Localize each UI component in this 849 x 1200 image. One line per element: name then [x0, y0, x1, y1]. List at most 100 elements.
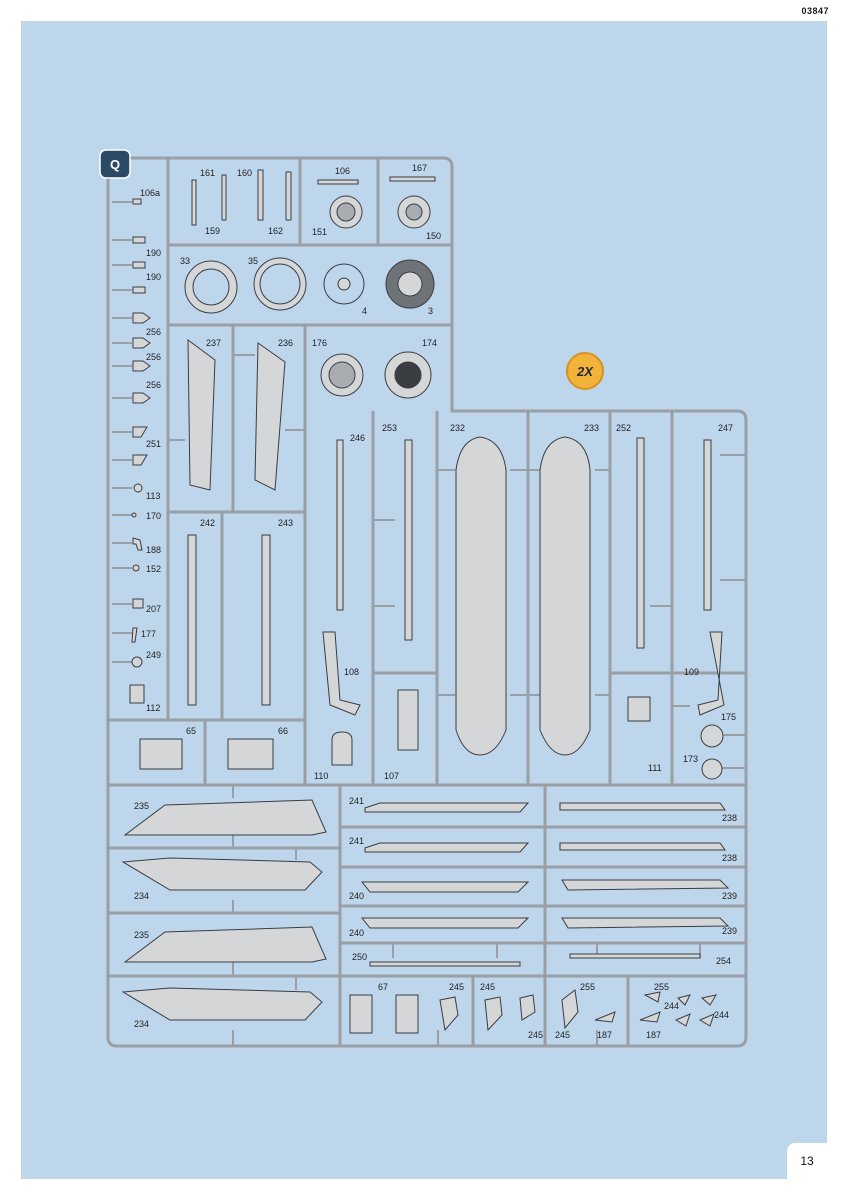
part-187b — [639, 1011, 661, 1023]
part-236 — [254, 342, 286, 491]
part-256d — [132, 392, 151, 404]
label-245c: 245 — [528, 1030, 543, 1040]
part-255a — [561, 989, 579, 1030]
part-235b — [123, 926, 327, 963]
part-labels: 106a 190 190 256 256 256 251 113 170 188… — [134, 163, 737, 1040]
label-256c: 256 — [146, 380, 161, 390]
part-109 — [697, 631, 725, 716]
svg-text:Q: Q — [110, 157, 120, 172]
label-250: 250 — [352, 952, 367, 962]
label-108: 108 — [344, 667, 359, 677]
part-234b — [121, 987, 323, 1021]
part-113 — [133, 483, 143, 493]
quantity-badge: 2X — [566, 352, 604, 390]
part-187a — [594, 1011, 616, 1023]
label-167: 167 — [412, 163, 427, 173]
part-242 — [187, 534, 197, 706]
part-241a — [364, 802, 530, 813]
label-241b: 241 — [349, 836, 364, 846]
label-187a: 187 — [597, 1030, 612, 1040]
part-251b — [132, 454, 148, 466]
part-4 — [323, 263, 365, 305]
part-167 — [389, 176, 436, 182]
label-109: 109 — [684, 667, 699, 677]
part-162 — [257, 169, 264, 221]
label-252: 252 — [616, 423, 631, 433]
label-241a: 241 — [349, 796, 364, 806]
part-234a — [121, 857, 323, 891]
part-253 — [404, 439, 413, 641]
label-256a: 256 — [146, 327, 161, 337]
label-35: 35 — [248, 256, 258, 266]
label-237: 237 — [206, 338, 221, 348]
sprue-letter-tag: Q — [99, 149, 131, 179]
part-244d — [698, 1013, 715, 1027]
part-110 — [331, 731, 353, 766]
part-188 — [132, 537, 143, 551]
part-243 — [261, 534, 271, 706]
sprue-frame — [106, 156, 748, 1048]
part-245c — [519, 994, 536, 1021]
label-246: 246 — [350, 433, 365, 443]
document-code: 03847 — [801, 6, 829, 16]
part-161 — [191, 179, 197, 226]
part-177 — [131, 627, 138, 643]
label-251: 251 — [146, 439, 161, 449]
label-234a: 234 — [134, 891, 149, 901]
part-240a — [360, 881, 530, 893]
part-190a — [132, 236, 146, 244]
part-256a — [132, 312, 151, 324]
label-235b: 235 — [134, 930, 149, 940]
part-245b — [484, 996, 503, 1032]
label-255b: 255 — [654, 982, 669, 992]
part-173 — [701, 758, 723, 780]
part-106 — [317, 179, 359, 185]
label-113: 113 — [146, 491, 160, 501]
part-244c — [674, 1013, 691, 1027]
label-67: 67 — [378, 982, 388, 992]
parts — [121, 169, 730, 1034]
part-244a — [677, 994, 691, 1006]
part-256b — [132, 337, 151, 349]
label-235a: 235 — [134, 801, 149, 811]
label-253: 253 — [382, 423, 397, 433]
part-238a — [559, 802, 726, 811]
label-249: 249 — [146, 650, 161, 660]
part-250 — [369, 961, 521, 967]
part-65 — [139, 738, 183, 770]
part-239a — [561, 879, 730, 891]
part-247 — [703, 439, 712, 611]
label-207: 207 — [146, 604, 161, 614]
label-175: 175 — [721, 712, 736, 722]
label-247: 247 — [718, 423, 733, 433]
label-239b: 239 — [722, 926, 737, 936]
part-249 — [131, 656, 143, 668]
label-187b: 187 — [646, 1030, 661, 1040]
part-66 — [227, 738, 274, 770]
label-233: 233 — [584, 423, 599, 433]
label-254: 254 — [716, 956, 731, 966]
label-3: 3 — [428, 306, 433, 316]
label-245a: 245 — [449, 982, 464, 992]
label-177: 177 — [141, 629, 156, 639]
part-175 — [700, 724, 724, 748]
part-235a — [123, 799, 327, 836]
label-107: 107 — [384, 771, 399, 781]
page-number: 13 — [800, 1154, 814, 1168]
part-256c — [132, 360, 151, 372]
part-111 — [627, 696, 651, 722]
label-66: 66 — [278, 726, 288, 736]
label-243: 243 — [278, 518, 293, 528]
part-190c — [132, 286, 146, 294]
part-106a — [132, 198, 142, 205]
label-112: 112 — [146, 703, 160, 713]
label-174: 174 — [422, 338, 437, 348]
label-255a: 255 — [580, 982, 595, 992]
label-161: 161 — [200, 168, 215, 178]
part-190b — [132, 261, 146, 269]
part-207 — [132, 598, 144, 609]
label-162: 162 — [268, 226, 283, 236]
part-255b — [643, 991, 661, 1003]
part-238b — [559, 842, 726, 851]
